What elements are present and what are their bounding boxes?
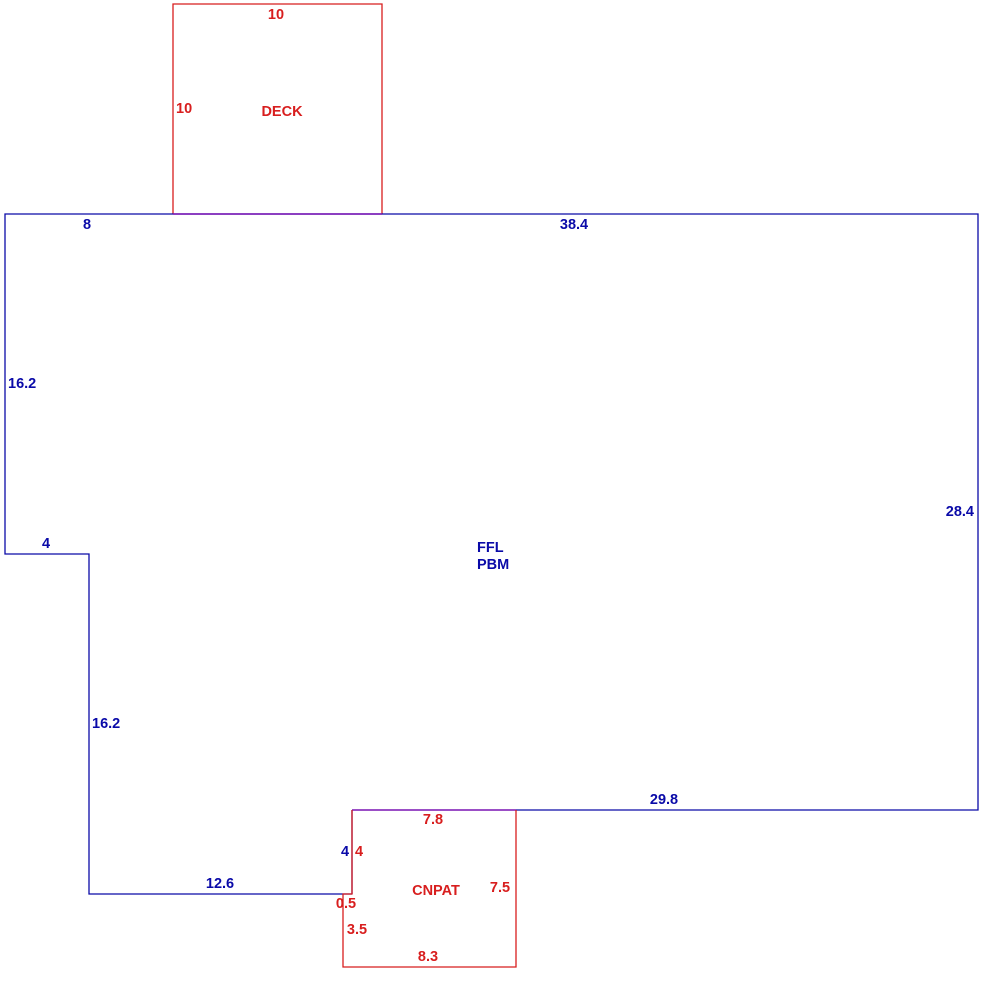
cnpat-step-dimension: 0.5 <box>336 896 356 912</box>
main-left-lower-dimension: 16.2 <box>92 716 120 732</box>
main-top-left-dimension: 8 <box>83 217 91 233</box>
cnpat-left-lower-dimension: 3.5 <box>347 922 367 938</box>
main-code-pbm: PBM <box>477 557 509 573</box>
deck-name-label: DECK <box>261 104 303 120</box>
main-bottom-right-dimension: 29.8 <box>650 792 678 808</box>
cnpat-bottom-dimension: 8.3 <box>418 949 438 965</box>
deck-left-dimension: 10 <box>176 101 192 117</box>
cnpat-name-label: CNPAT <box>412 883 460 899</box>
main-structure-outline <box>4 213 979 895</box>
deck-top-dimension: 10 <box>268 7 284 23</box>
cnpat-left-upper-dimension: 4 <box>355 844 363 860</box>
main-code-ffl: FFL <box>477 540 504 556</box>
cnpat-right-dimension: 7.5 <box>490 880 510 896</box>
cnpat-top-dimension: 7.8 <box>423 812 443 828</box>
main-bottom-left-dimension: 12.6 <box>206 876 234 892</box>
deck-outline <box>172 3 383 214</box>
main-step-top-dimension: 4 <box>42 536 50 552</box>
main-notch-dimension: 4 <box>341 844 349 860</box>
main-left-upper-dimension: 16.2 <box>8 376 36 392</box>
main-right-dimension: 28.4 <box>946 504 974 520</box>
main-top-right-dimension: 38.4 <box>560 217 588 233</box>
cnpat-outline <box>342 810 517 968</box>
